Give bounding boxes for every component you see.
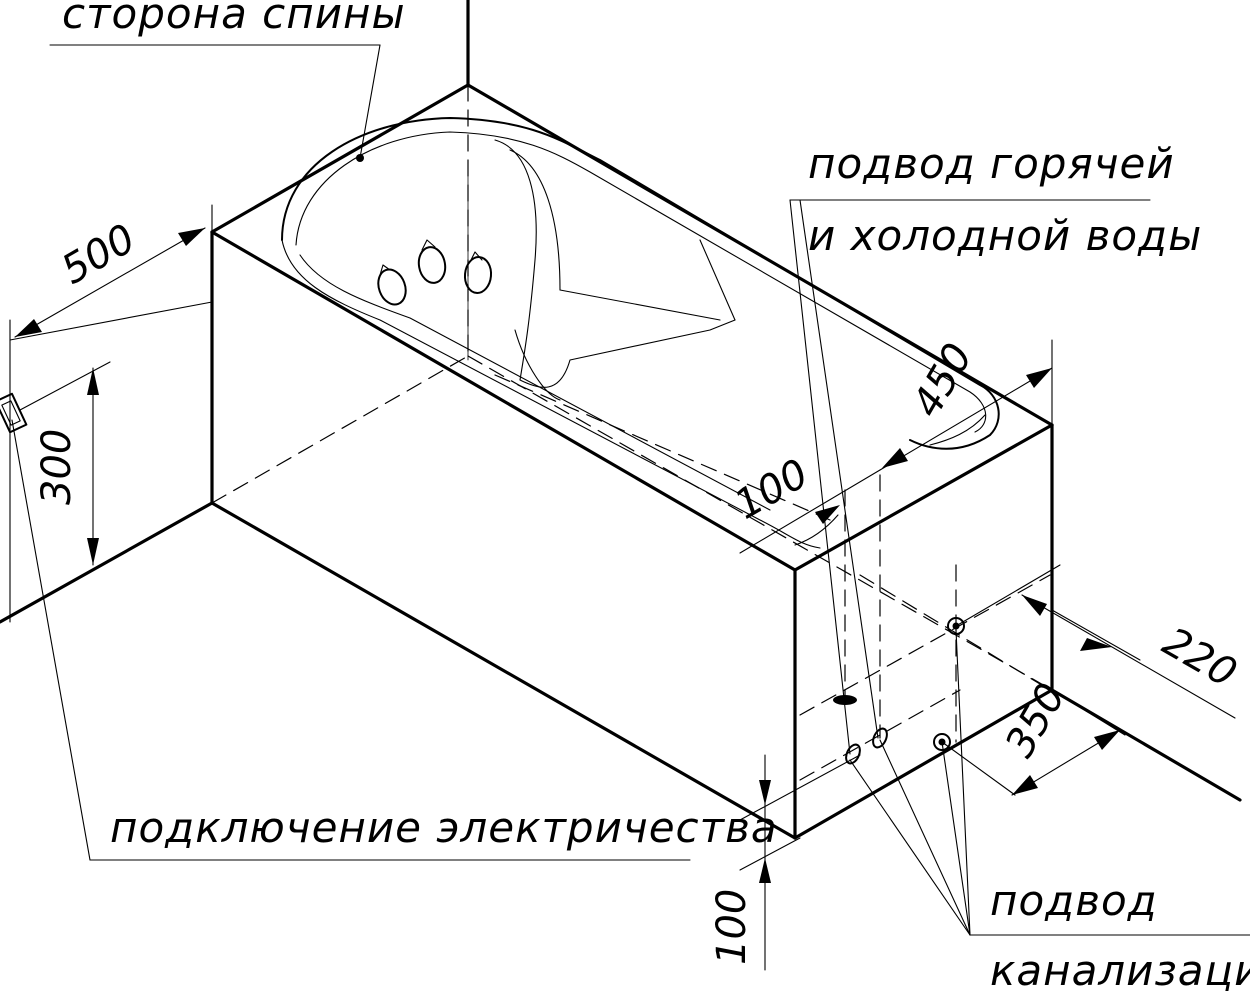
arrow-300-top [87,368,99,395]
hidden-back-right-edge [467,355,1053,691]
leader-lines [11,44,1250,936]
jet-left [377,268,407,306]
dim-500-line [14,227,206,338]
floor-left-edge [0,501,214,624]
jet-center [417,246,447,284]
electric-socket [0,392,28,434]
leader-drain-2 [879,739,971,936]
jet-left-tip [379,264,391,276]
arrow-100-bottom-top [759,780,771,805]
dim-value-220: 220 [1155,619,1244,697]
dim-value-500: 500 [54,216,143,294]
basin-side-crease [699,239,736,321]
basin-rim-outer [281,117,1000,450]
bathtub-box [210,84,1054,840]
basin-rim-inner [295,131,987,433]
box-bottom-front-edge [210,501,797,840]
jet-right-tip [469,251,483,263]
arrow-450-start [882,448,908,468]
ext-220-end [1051,609,1141,661]
leader-electric [11,419,91,861]
dimension-values: 500 300 450 100 220 350 100 [34,216,1244,965]
ext-350-end [1051,689,1126,736]
ext-500-lower [9,301,213,341]
fitting-cold [845,743,861,765]
jet-center-tip [421,239,436,251]
dim-value-300: 300 [34,429,80,505]
label-hot-cold-line1: подвод горячей [808,139,1175,188]
dimension-lines [9,204,1236,971]
arrow-350-start [1012,775,1038,795]
basin-seat-edge [514,329,561,401]
leader-water-cold [789,199,851,755]
ext-300-top [19,361,111,411]
basin-front-rim [281,239,821,549]
ext-100-bottom-upper [739,754,861,821]
arrow-450-end [1026,368,1052,388]
headrest-curve [494,139,537,381]
dim-value-350: 350 [997,676,1075,765]
arrow-220-end [1080,638,1112,651]
guide-horizontal-lower [799,689,961,781]
ext-350-start [941,741,1016,796]
dim-value-100-top: 100 [727,451,816,529]
dim-220-line [1021,594,1236,719]
floor-right-edge [1050,688,1242,802]
basin-foot-curve [929,414,986,446]
arrow-500-end [178,228,205,246]
arrow-100-bottom-bottom [759,858,771,883]
socket-inner [1,400,21,426]
arrow-300-bottom [87,538,99,565]
dim-100-top-leader [739,469,881,554]
dim-value-450: 450 [904,336,982,425]
label-back-side: сторона спины [62,0,406,38]
label-electric: подключение электричества [110,803,778,852]
label-drain-line1: подвод [990,876,1158,925]
leader-water-hot [799,199,879,739]
leader-drain-3 [849,759,971,936]
hidden-back-bottom-edge [211,355,469,504]
basin-floor-line [559,289,721,321]
headrest-inner [509,149,561,291]
wall-top-left-edge [210,83,470,234]
label-hot-cold-line2: и холодной воды [808,211,1202,260]
overflow-corner [794,514,839,546]
basin-front-inner [299,254,771,511]
dim-450-line [879,367,1053,471]
leader-back-side [359,44,381,159]
arrow-100-top [815,505,840,524]
arrow-350-end [1094,730,1120,750]
tub-basin [281,117,1000,549]
box-bottom-side-edge [793,688,1054,840]
arrow-500-start [15,319,42,337]
labels: сторона спины подвод горячей и холодной … [62,0,1250,992]
arrow-220-start [1022,595,1047,616]
room-walls [0,0,1242,802]
leader-drain-1 [941,741,971,936]
socket-body [0,392,28,434]
basin-floor-back [519,319,736,388]
box-top-side-edge [793,423,1054,572]
leader-drain-4 [955,629,971,936]
fitting-drain [933,733,951,751]
guide-horizontal-upper [799,574,1051,716]
ext-100-bottom-lower [739,837,801,871]
dim-value-100-bottom: 100 [709,889,755,965]
basin-hidden-floor [494,374,831,521]
fitting-hot [872,727,888,749]
label-drain-line2: канализации [990,946,1250,992]
guide-diagonal [859,574,1051,691]
ext-220-start [955,564,1061,627]
box-top-front-edge [210,230,797,572]
